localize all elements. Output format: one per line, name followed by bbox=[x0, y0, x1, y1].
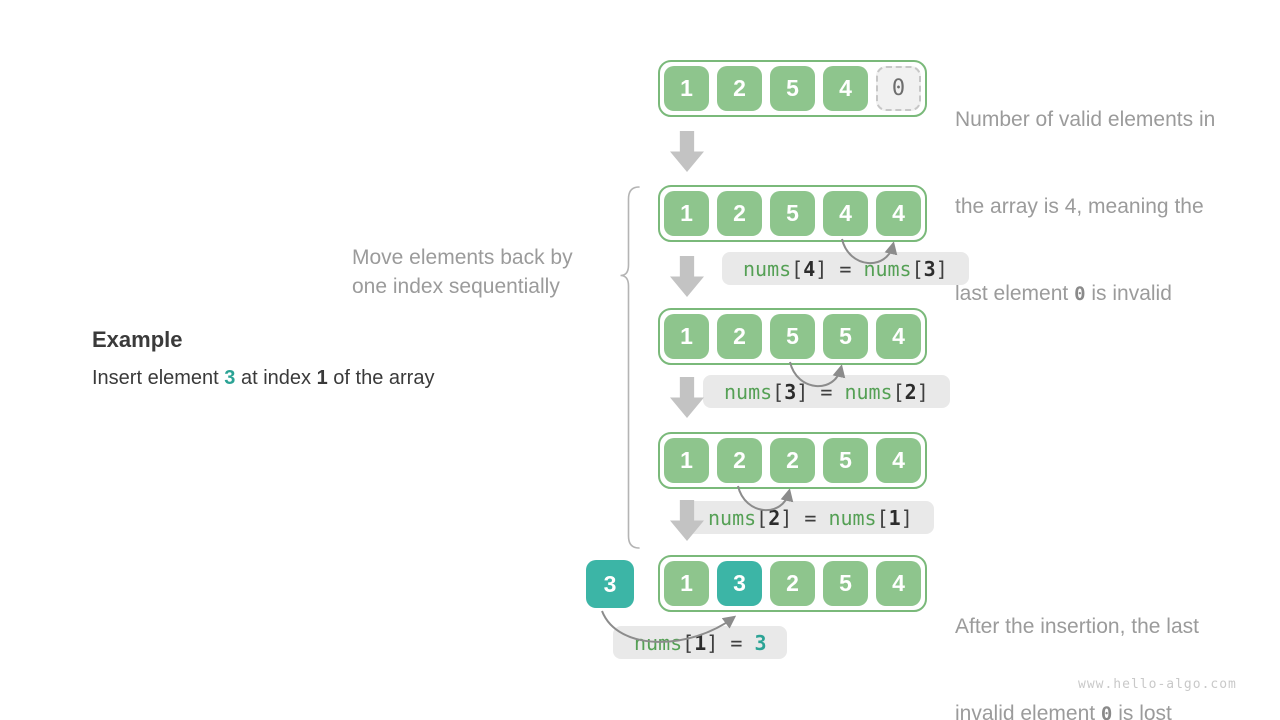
text-token: [ bbox=[682, 630, 695, 655]
note-line: Number of valid elements in bbox=[955, 108, 1216, 131]
text-token: Insert element bbox=[92, 367, 225, 389]
text-token: = bbox=[827, 256, 864, 281]
text-token: 0 bbox=[1100, 703, 1113, 720]
array-cell: 0 bbox=[876, 66, 921, 111]
text-token: nums bbox=[844, 379, 893, 404]
example-heading: Example bbox=[92, 327, 183, 352]
array-cell: 1 bbox=[664, 191, 709, 236]
note-line: After the insertion, the last bbox=[955, 615, 1199, 638]
note-line: the array is 4, meaning the bbox=[955, 195, 1204, 218]
array-cell: 4 bbox=[876, 438, 921, 483]
text-token: 2 bbox=[904, 379, 917, 404]
text-token: [ bbox=[892, 379, 905, 404]
note-line: invalid element 0 is lost bbox=[955, 699, 1199, 720]
array-cell: 5 bbox=[823, 314, 868, 359]
text-token: [ bbox=[772, 379, 785, 404]
text-token: = bbox=[718, 630, 755, 655]
watermark: www.hello-algo.com bbox=[1078, 677, 1237, 692]
array-cell: 5 bbox=[770, 191, 815, 236]
text-token: ] bbox=[935, 256, 948, 281]
text-token: ] bbox=[900, 505, 913, 530]
array-cell: 2 bbox=[717, 66, 762, 111]
array-cell: 5 bbox=[823, 561, 868, 606]
down-arrow-icon bbox=[670, 256, 704, 297]
grouping-brace bbox=[620, 186, 640, 549]
text-token: 3 bbox=[224, 367, 236, 389]
array-cell: 3 bbox=[717, 561, 762, 606]
after-insertion-note: After the insertion, the last invalid el… bbox=[955, 554, 1199, 720]
move-elements-note: Move elements back by one index sequenti… bbox=[352, 243, 573, 301]
text-token: 4 bbox=[803, 256, 816, 281]
array-cell: 4 bbox=[876, 561, 921, 606]
array-cell: 1 bbox=[664, 561, 709, 606]
array-cell: 2 bbox=[717, 438, 762, 483]
text-token: is lost bbox=[1112, 702, 1172, 720]
text-token: 0 bbox=[1074, 283, 1086, 305]
text-token: 1 bbox=[888, 505, 901, 530]
text-token: is invalid bbox=[1085, 282, 1172, 305]
text-token: ] bbox=[815, 256, 828, 281]
text-token: ] bbox=[796, 379, 809, 404]
text-token: 3 bbox=[784, 379, 797, 404]
text-token: 1 bbox=[316, 367, 328, 389]
text-token: 2 bbox=[768, 505, 781, 530]
op-label-nums4-eq-nums3: nums[4] = nums[3] bbox=[722, 252, 969, 285]
text-token: ] bbox=[780, 505, 793, 530]
array-cell: 2 bbox=[717, 314, 762, 359]
array-cell: 4 bbox=[876, 191, 921, 236]
op-label-nums1-eq-3: nums[1] = 3 bbox=[613, 626, 788, 659]
text-token: [ bbox=[791, 256, 804, 281]
text-token: nums bbox=[828, 505, 877, 530]
down-arrow-icon bbox=[670, 377, 704, 418]
move-note-line2: one index sequentially bbox=[352, 275, 560, 298]
text-token: nums bbox=[863, 256, 912, 281]
array-cell: 1 bbox=[664, 66, 709, 111]
text-token: nums bbox=[708, 505, 757, 530]
valid-elements-note: Number of valid elements in the array is… bbox=[955, 47, 1215, 367]
array-cell: 5 bbox=[770, 66, 815, 111]
array-cell: 2 bbox=[717, 191, 762, 236]
move-note-line1: Move elements back by bbox=[352, 246, 573, 269]
text-token: [ bbox=[756, 505, 769, 530]
text-token: nums bbox=[724, 379, 773, 404]
text-token: nums bbox=[743, 256, 792, 281]
array-cell: 5 bbox=[823, 438, 868, 483]
array-cell: 4 bbox=[876, 314, 921, 359]
inserted-element-cell: 3 bbox=[586, 560, 634, 608]
op-label-nums3-eq-nums2: nums[3] = nums[2] bbox=[703, 375, 950, 408]
text-token: ] bbox=[916, 379, 929, 404]
text-token: 3 bbox=[923, 256, 936, 281]
text-token: invalid element bbox=[955, 702, 1101, 720]
array-cell: 1 bbox=[664, 438, 709, 483]
note-line: last element 0 is invalid bbox=[955, 279, 1215, 309]
array-cell: 4 bbox=[823, 191, 868, 236]
array-cell: 4 bbox=[823, 66, 868, 111]
text-token: at index bbox=[235, 367, 317, 389]
example-description: Insert element 3 at index 1 of the array bbox=[92, 367, 434, 390]
text-token: last element bbox=[955, 282, 1075, 305]
array-cell: 1 bbox=[664, 314, 709, 359]
down-arrow-icon bbox=[670, 131, 704, 172]
text-token: of the array bbox=[327, 367, 435, 389]
text-token: [ bbox=[876, 505, 889, 530]
text-token: 3 bbox=[754, 630, 767, 655]
op-label-nums2-eq-nums1: nums[2] = nums[1] bbox=[687, 501, 934, 534]
array-cell: 2 bbox=[770, 438, 815, 483]
text-token: 1 bbox=[694, 630, 707, 655]
array-cell: 2 bbox=[770, 561, 815, 606]
text-token: = bbox=[808, 379, 845, 404]
array-cell: 5 bbox=[770, 314, 815, 359]
text-token: nums bbox=[634, 630, 683, 655]
text-token: = bbox=[792, 505, 829, 530]
text-token: ] bbox=[706, 630, 719, 655]
text-token: [ bbox=[911, 256, 924, 281]
